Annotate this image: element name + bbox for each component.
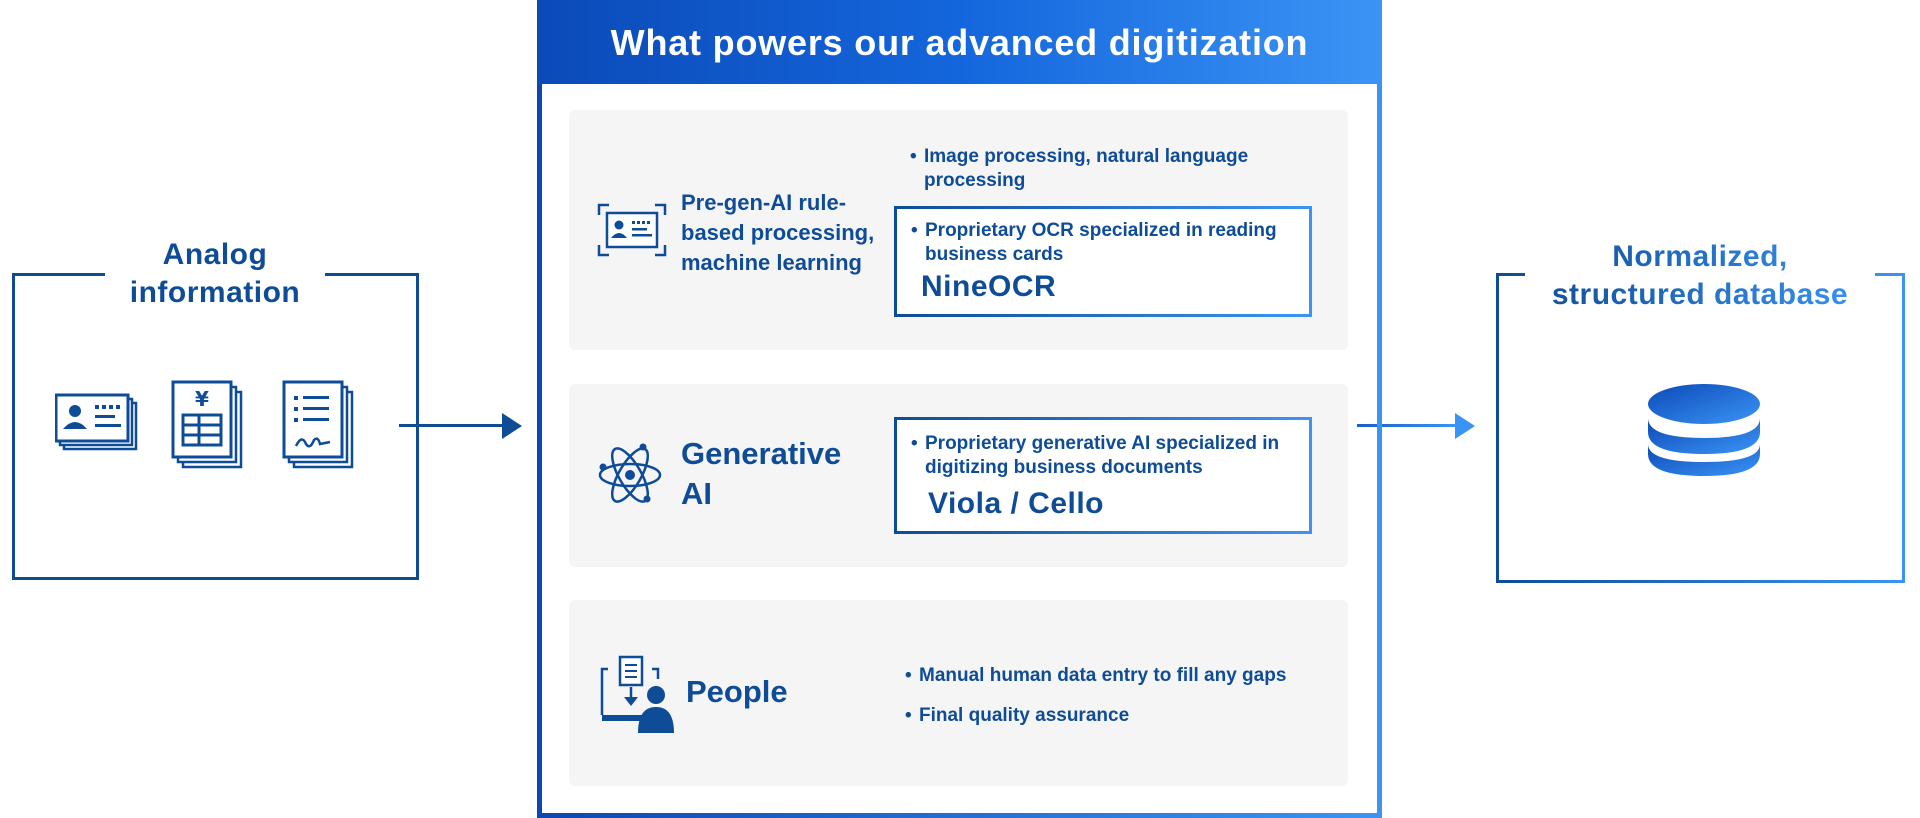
nineocr-name: NineOCR xyxy=(921,270,1057,303)
structured-database-title: Normalized, structured database xyxy=(1525,238,1875,314)
right-title-line-1: Normalized, xyxy=(1612,240,1788,273)
center-header-title: What powers our advanced digitization xyxy=(537,0,1382,84)
left-title-line-1: Analog xyxy=(162,238,268,271)
panel-1-title-line-3: machine learning xyxy=(681,250,862,275)
nineocr-bullet-line-2: business cards xyxy=(925,244,1064,265)
analog-information-title: Analog information xyxy=(105,236,325,312)
viola-cello-bullet-line-2: digitizing business documents xyxy=(925,457,1203,478)
right-title-background xyxy=(1525,238,1875,316)
invoice-yen-icon: ¥ xyxy=(171,380,243,469)
viola-cello-bullet-line-1: Proprietary generative AI specialized in xyxy=(925,433,1280,454)
contract-document-icon xyxy=(282,380,354,469)
viola-cello-bullet: Proprietary generative AI specialized in… xyxy=(911,432,1280,480)
structured-database-box xyxy=(1496,273,1905,583)
people-bullet-1: Manual human data entry to fill any gaps xyxy=(905,664,1286,688)
panel-people xyxy=(569,600,1348,786)
panel-1-bullet: Image processing, natural language proce… xyxy=(910,145,1249,193)
panel-1-title-line-2: based processing, xyxy=(681,220,875,245)
panel-1-title: Pre-gen-AI rule- based processing, machi… xyxy=(681,188,874,278)
panel-1-bullet-line-2: processing xyxy=(924,170,1026,191)
panel-2-title-line-2: AI xyxy=(681,476,712,511)
person-data-entry-icon xyxy=(600,655,674,733)
right-title-line-2: structured database xyxy=(1551,278,1849,311)
nineocr-bullet-line-1: Proprietary OCR specialized in reading xyxy=(925,220,1277,241)
people-bullet-2: Final quality assurance xyxy=(905,704,1129,728)
database-icon xyxy=(1648,384,1760,476)
panel-1-bullet-line-1: Image processing, natural language xyxy=(924,146,1249,167)
business-card-icon xyxy=(55,393,138,451)
viola-cello-name: Viola / Cello xyxy=(928,487,1104,520)
arrow-right-icon xyxy=(1455,413,1475,439)
panel-2-title-line-1: Generative xyxy=(681,436,842,471)
arrow-right-icon xyxy=(502,413,522,439)
nineocr-bullet: Proprietary OCR specialized in reading b… xyxy=(911,219,1277,267)
atom-icon xyxy=(598,443,662,503)
svg-text:¥: ¥ xyxy=(195,387,209,411)
id-card-scan-icon xyxy=(597,203,667,257)
panel-1-title-line-1: Pre-gen-AI rule- xyxy=(681,190,847,215)
left-title-line-2: information xyxy=(129,276,301,309)
arrow-to-database-line xyxy=(1357,424,1457,427)
panel-3-title: People xyxy=(686,674,788,709)
panel-2-title: Generative AI xyxy=(681,434,841,514)
arrow-to-center-line xyxy=(399,424,509,427)
